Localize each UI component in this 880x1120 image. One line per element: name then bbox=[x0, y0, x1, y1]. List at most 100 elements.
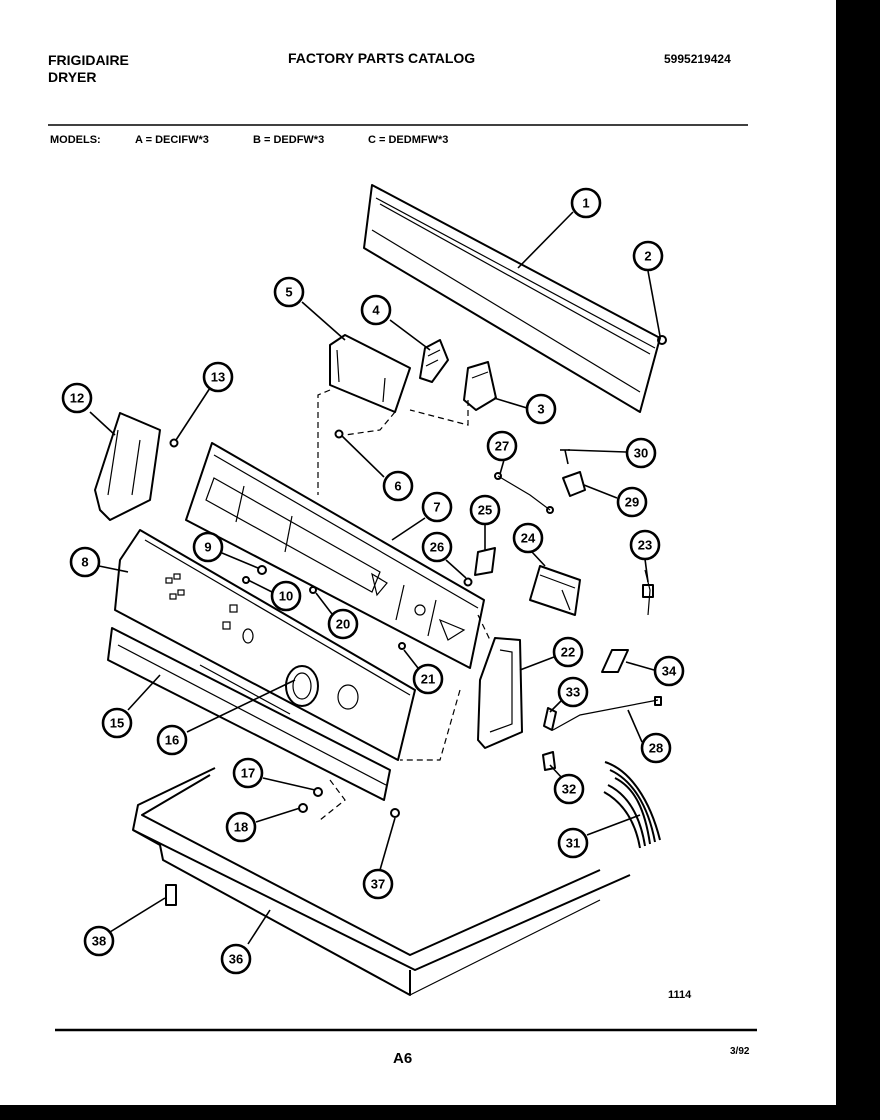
svg-text:15: 15 bbox=[110, 716, 124, 731]
callout-36: 36 bbox=[220, 943, 252, 975]
callout-16: 16 bbox=[156, 724, 188, 756]
callout-31: 31 bbox=[557, 827, 589, 859]
callout-32: 32 bbox=[553, 773, 585, 805]
part-24-timer bbox=[529, 565, 581, 616]
svg-text:23: 23 bbox=[638, 538, 652, 553]
part-12-end-bracket bbox=[94, 412, 161, 521]
part-33-clip bbox=[543, 707, 557, 731]
callout-13: 13 bbox=[202, 361, 234, 393]
svg-text:31: 31 bbox=[566, 836, 580, 851]
callout-3: 3 bbox=[525, 393, 557, 425]
part-30-screw bbox=[560, 449, 570, 465]
svg-text:9: 9 bbox=[204, 540, 211, 555]
callout-12: 12 bbox=[61, 382, 93, 414]
svg-text:25: 25 bbox=[478, 503, 492, 518]
part-36-top-cover bbox=[132, 767, 631, 996]
callout-2: 2 bbox=[632, 240, 664, 272]
svg-text:21: 21 bbox=[421, 672, 435, 687]
part-7-control-panel bbox=[185, 442, 485, 669]
part-18-screw bbox=[298, 803, 308, 813]
page-id: A6 bbox=[393, 1050, 413, 1067]
date-code: 3/92 bbox=[730, 1046, 750, 1057]
svg-text:8: 8 bbox=[81, 555, 88, 570]
part-2-screw bbox=[657, 335, 667, 345]
leader-lines bbox=[89, 211, 661, 945]
svg-text:17: 17 bbox=[241, 766, 255, 781]
svg-text:2: 2 bbox=[644, 249, 651, 264]
part-8-console-panel bbox=[114, 529, 416, 761]
svg-text:26: 26 bbox=[430, 540, 444, 555]
catalog-title: FACTORY PARTS CATALOG bbox=[288, 50, 476, 66]
part-13-screw bbox=[169, 438, 179, 448]
svg-text:4: 4 bbox=[372, 303, 380, 318]
callout-34: 34 bbox=[653, 655, 685, 687]
svg-text:22: 22 bbox=[561, 645, 575, 660]
callout-27: 27 bbox=[486, 430, 518, 462]
part-22-side-bracket bbox=[477, 637, 523, 749]
callout-4: 4 bbox=[360, 294, 392, 326]
callout-29: 29 bbox=[616, 486, 648, 518]
callout-7: 7 bbox=[421, 491, 453, 523]
svg-text:33: 33 bbox=[566, 685, 580, 700]
callout-8: 8 bbox=[69, 546, 101, 578]
part-1-trim-strip bbox=[363, 184, 661, 413]
svg-text:24: 24 bbox=[521, 531, 536, 546]
svg-text:28: 28 bbox=[649, 741, 663, 756]
svg-text:27: 27 bbox=[495, 439, 509, 454]
callout-15: 15 bbox=[101, 707, 133, 739]
callout-5: 5 bbox=[273, 276, 305, 308]
callout-33: 33 bbox=[557, 676, 589, 708]
callout-18: 18 bbox=[225, 811, 257, 843]
catalog-page: FRIGIDAIRE DRYER FACTORY PARTS CATALOG 5… bbox=[0, 0, 836, 1105]
brand-block: FRIGIDAIRE DRYER bbox=[48, 52, 129, 86]
part-28-wire-harness bbox=[552, 696, 662, 731]
callout-25: 25 bbox=[469, 494, 501, 526]
svg-text:12: 12 bbox=[70, 391, 84, 406]
callout-38: 38 bbox=[83, 925, 115, 957]
part-9-screw bbox=[257, 565, 267, 575]
callout-26: 26 bbox=[421, 531, 453, 563]
svg-text:16: 16 bbox=[165, 733, 179, 748]
models-label: MODELS: bbox=[50, 134, 101, 146]
part-26-screw bbox=[463, 577, 473, 587]
svg-text:29: 29 bbox=[625, 495, 639, 510]
assembly-line bbox=[400, 689, 461, 761]
part-25-knob bbox=[474, 547, 496, 576]
part-29-bracket bbox=[562, 471, 586, 497]
part-31-wire-bundle bbox=[603, 761, 661, 849]
callout-37: 37 bbox=[362, 868, 394, 900]
part-20-screw bbox=[309, 586, 317, 594]
part-38-hinge-pin bbox=[165, 884, 177, 906]
part-21-screw bbox=[398, 642, 406, 650]
callout-24: 24 bbox=[512, 522, 544, 554]
callout-30: 30 bbox=[625, 437, 657, 469]
svg-text:32: 32 bbox=[562, 782, 576, 797]
svg-text:38: 38 bbox=[92, 934, 106, 949]
part-3-switch bbox=[463, 361, 497, 411]
svg-text:6: 6 bbox=[394, 479, 401, 494]
model-b: B = DEDFW*3 bbox=[253, 134, 325, 146]
exploded-parts-diagram: 1 2 3 4 5 6 7 8 9 10 12 13 15 16 17 18 2… bbox=[48, 124, 757, 1032]
assembly-line bbox=[477, 614, 491, 641]
assembly-line bbox=[319, 779, 346, 821]
model-c: C = DEDMFW*3 bbox=[368, 134, 449, 146]
svg-text:3: 3 bbox=[537, 402, 544, 417]
callout-9: 9 bbox=[192, 531, 224, 563]
callout-20: 20 bbox=[327, 608, 359, 640]
catalog-number: 5995219424 bbox=[664, 52, 731, 66]
callout-22: 22 bbox=[552, 636, 584, 668]
svg-text:7: 7 bbox=[433, 500, 440, 515]
part-4-switch bbox=[419, 339, 449, 383]
part-6-screw bbox=[334, 429, 344, 439]
part-5-bracket bbox=[329, 334, 411, 413]
svg-text:37: 37 bbox=[371, 877, 385, 892]
svg-text:10: 10 bbox=[279, 589, 293, 604]
callout-23: 23 bbox=[629, 529, 661, 561]
part-27-wire bbox=[494, 472, 554, 514]
part-34-clip bbox=[601, 649, 629, 673]
part-37-screw bbox=[390, 808, 400, 818]
svg-text:20: 20 bbox=[336, 617, 350, 632]
part-15-base-trim bbox=[107, 627, 391, 801]
svg-text:5: 5 bbox=[285, 285, 292, 300]
brand-name: FRIGIDAIRE bbox=[48, 52, 129, 68]
